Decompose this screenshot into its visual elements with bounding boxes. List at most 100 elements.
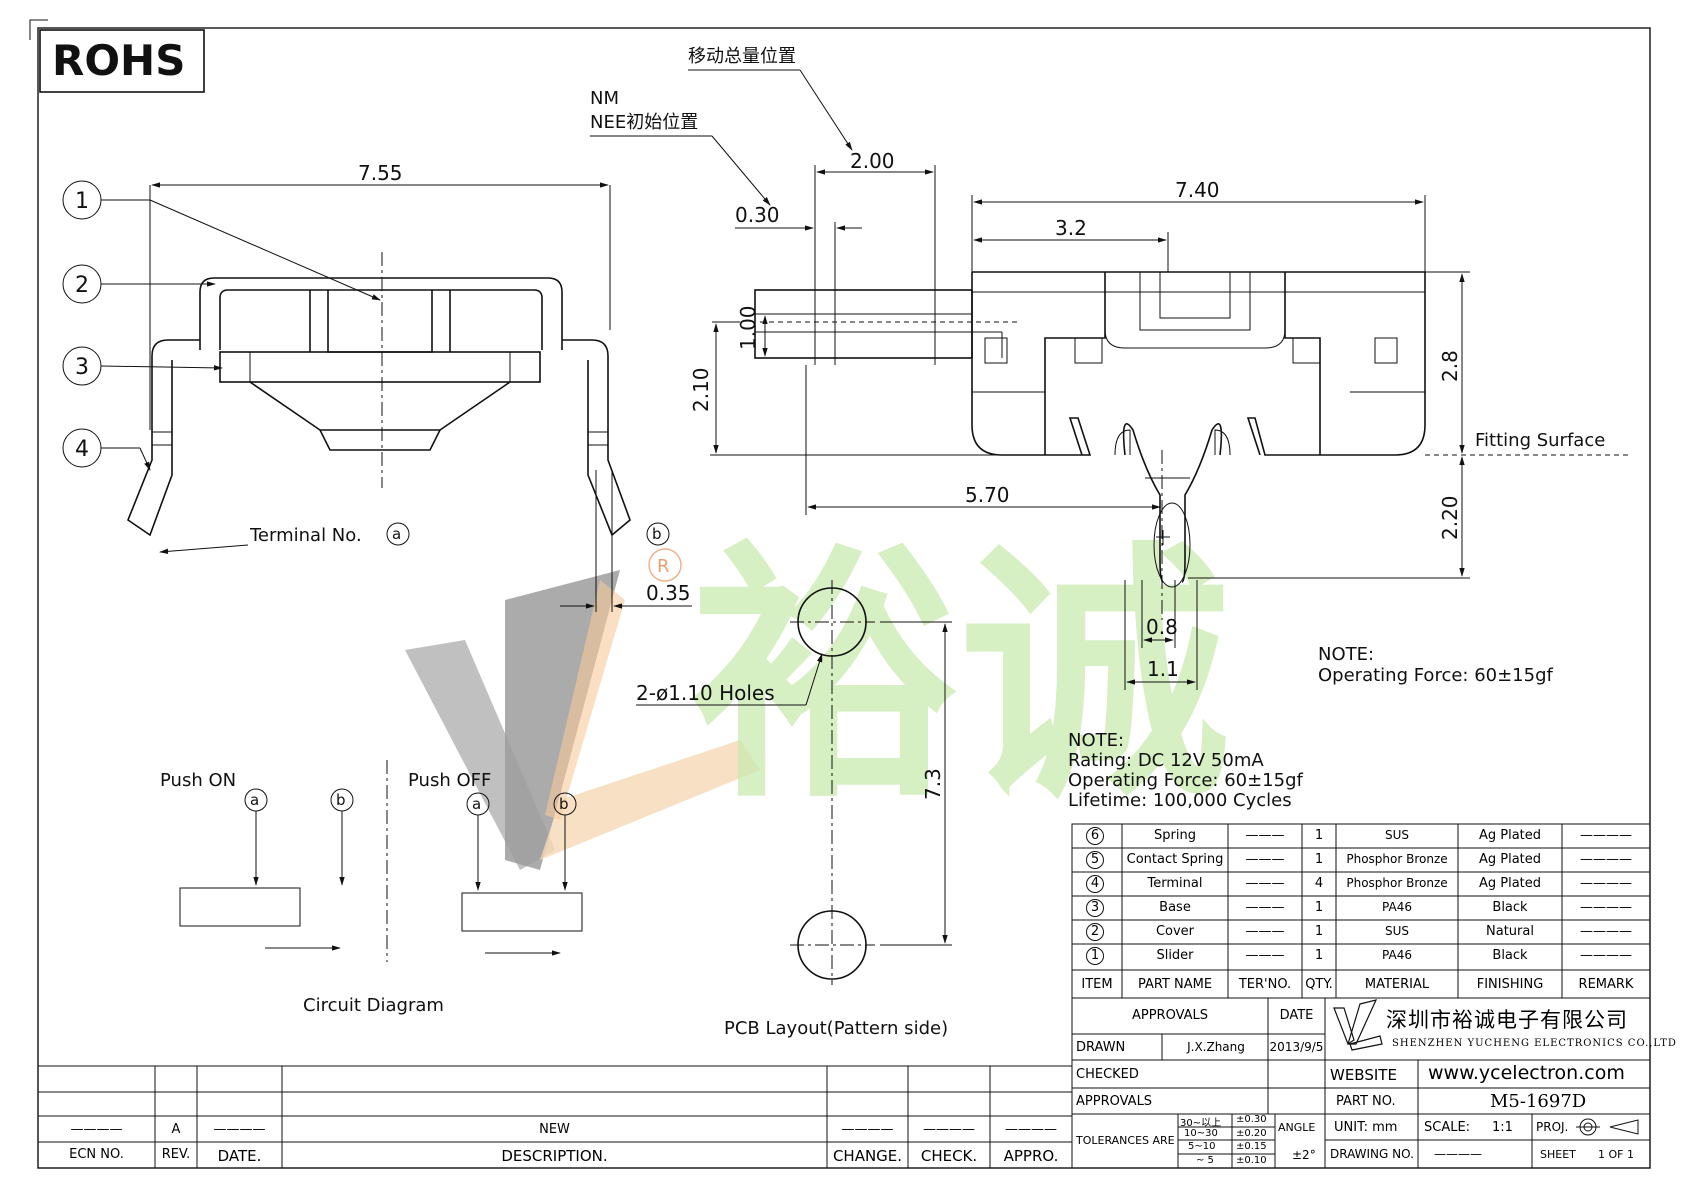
rev-rev-value: A: [171, 1122, 181, 1137]
proj-symbol-icon: [1574, 1116, 1644, 1138]
note-ratings: NOTE: Rating: DC 12V 50mA Operating Forc…: [1068, 730, 1304, 811]
angle-label: ANGLE: [1278, 1121, 1316, 1134]
part-no-value: M5-1697D: [1490, 1091, 1587, 1112]
fitting-surface-label: Fitting Surface: [1475, 430, 1605, 451]
note2-rating: Rating: DC 12V 50mA: [1068, 750, 1264, 771]
dim-1-00: 1.00: [736, 305, 760, 350]
tol-value-3: ±0.15: [1236, 1141, 1267, 1152]
travel-note: 移动总量位置: [688, 46, 796, 67]
holes-label: 2-ø1.10 Holes: [636, 681, 775, 705]
bom-cell-qty: 4: [1314, 876, 1324, 891]
svg-text:b: b: [336, 791, 346, 809]
dim-2-8: 2.8: [1438, 350, 1462, 382]
website-label: WEBSITE: [1330, 1066, 1397, 1084]
top-view: 7.55 1 2: [62, 161, 692, 612]
tol-range-2: 10~30: [1184, 1128, 1218, 1139]
bom-cell-name: Terminal: [1147, 876, 1203, 891]
dim-2-10: 2.10: [689, 367, 713, 412]
note1-line: Operating Force: 60±15gf: [1318, 665, 1554, 686]
bom-cell-remark: ————: [1580, 876, 1632, 891]
rev-header-check: CHECK.: [920, 1147, 978, 1165]
tol-value-4: ±0.10: [1236, 1155, 1267, 1166]
callout-1: 1: [62, 180, 381, 301]
bom-cell-finishing: Black: [1492, 948, 1528, 963]
callout-3: 3: [62, 346, 223, 386]
bom-cell-material: PA46: [1382, 900, 1412, 914]
rev-header-description: DESCRIPTION.: [501, 1147, 608, 1165]
bom-header-remark: REMARK: [1578, 977, 1634, 992]
bom-header-material: MATERIAL: [1364, 977, 1430, 992]
bom-header-qty: QTY.: [1305, 977, 1333, 992]
bom-cell-name: Spring: [1154, 828, 1196, 843]
revision-block: [37, 1065, 1073, 1169]
rev-ecn-value: ————: [70, 1122, 123, 1137]
terminal-a-mark: a: [392, 525, 401, 543]
bom-cell-ter: ———: [1245, 876, 1285, 891]
svg-text:2: 2: [75, 273, 89, 298]
drawn-name: J.X.Zhang: [1187, 1040, 1245, 1054]
bom-header-ter: TER'NO.: [1238, 977, 1292, 992]
date-header: DATE: [1279, 1008, 1314, 1023]
bom-cell-material: SUS: [1384, 924, 1410, 938]
tolerances-label: TOLERANCES ARE: [1076, 1134, 1175, 1147]
svg-text:a: a: [250, 791, 259, 809]
dim-5-70: 5.70: [965, 483, 1010, 507]
note2-lifetime: Lifetime: 100,000 Cycles: [1068, 790, 1292, 811]
bom-cell-finishing: Ag Plated: [1478, 828, 1542, 843]
sheet-label: SHEET: [1540, 1148, 1576, 1161]
bom-cell-qty: 1: [1314, 900, 1324, 915]
svg-text:3: 3: [75, 355, 89, 380]
dim-7-55: 7.55: [358, 161, 403, 185]
tol-range-3: 5~10: [1188, 1141, 1216, 1152]
dim-0-35: 0.35: [646, 581, 691, 605]
dim-2-20: 2.20: [1438, 495, 1462, 540]
bom-cell-material: Phosphor Bronze: [1346, 852, 1448, 866]
checked-label: CHECKED: [1076, 1067, 1139, 1082]
company-name-en: SHENZHEN YUCHENG ELECTRONICS CO.,LTD: [1392, 1038, 1677, 1049]
bom-cell-finishing: Black: [1492, 900, 1528, 915]
dim-3-2: 3.2: [1055, 216, 1087, 240]
note-operating-force: NOTE: Operating Force: 60±15gf: [1318, 644, 1554, 686]
rev-change-value: ————: [841, 1122, 894, 1137]
dim-0-30: 0.30: [735, 203, 780, 227]
watermark: 裕诚 R: [405, 519, 1230, 870]
svg-text:1: 1: [75, 189, 89, 214]
approvals-label: APPROVALS: [1076, 1094, 1153, 1109]
tol-value-1: ±0.30: [1236, 1114, 1267, 1125]
rev-description-value: NEW: [539, 1122, 570, 1137]
terminal-no-label: Terminal No.: [249, 525, 362, 546]
note2-force: Operating Force: 60±15gf: [1068, 770, 1304, 791]
bom-cell-material: Phosphor Bronze: [1346, 876, 1448, 890]
bom-cell-item: 3: [1086, 899, 1104, 917]
bom-cell-ter: ———: [1245, 924, 1285, 939]
note1-title: NOTE:: [1318, 644, 1374, 665]
proj-label: PROJ.: [1536, 1120, 1569, 1134]
bom-cell-item: 4: [1086, 875, 1104, 893]
bom-cell-qty: 1: [1314, 924, 1324, 939]
svg-text:b: b: [559, 795, 569, 813]
bom-cell-qty: 1: [1314, 852, 1324, 867]
angle-value: ±2°: [1292, 1148, 1316, 1162]
callout-2: 2: [62, 264, 216, 304]
pcb-layout: 7.3 2-ø1.10 Holes PCB Layout(Pattern sid…: [636, 580, 952, 1039]
bom-cell-ter: ———: [1245, 948, 1285, 963]
initial-note: NEE初始位置: [590, 112, 698, 133]
bom-header-part-name: PART NAME: [1137, 977, 1213, 992]
push-off-label: Push OFF: [408, 770, 491, 791]
terminal-b-mark: b: [652, 525, 662, 543]
rev-header-date: DATE.: [217, 1147, 262, 1165]
part-no-label: PART NO.: [1336, 1094, 1396, 1109]
dim-1-1: 1.1: [1147, 657, 1179, 681]
bom-cell-finishing: Natural: [1486, 924, 1534, 939]
bom-cell-item: 5: [1086, 851, 1104, 869]
bom-header-item: ITEM: [1081, 977, 1113, 992]
bom-cell-finishing: Ag Plated: [1478, 852, 1542, 867]
dim-2-00: 2.00: [850, 149, 895, 173]
bom-header-finishing: FINISHING: [1476, 977, 1544, 992]
dim-7-3: 7.3: [921, 768, 945, 800]
dim-0-8: 0.8: [1146, 615, 1178, 639]
scale-label: SCALE:: [1424, 1120, 1471, 1135]
tol-value-2: ±0.20: [1236, 1128, 1267, 1139]
bom-cell-ter: ———: [1245, 900, 1285, 915]
bom-cell-item: 1: [1086, 947, 1104, 965]
